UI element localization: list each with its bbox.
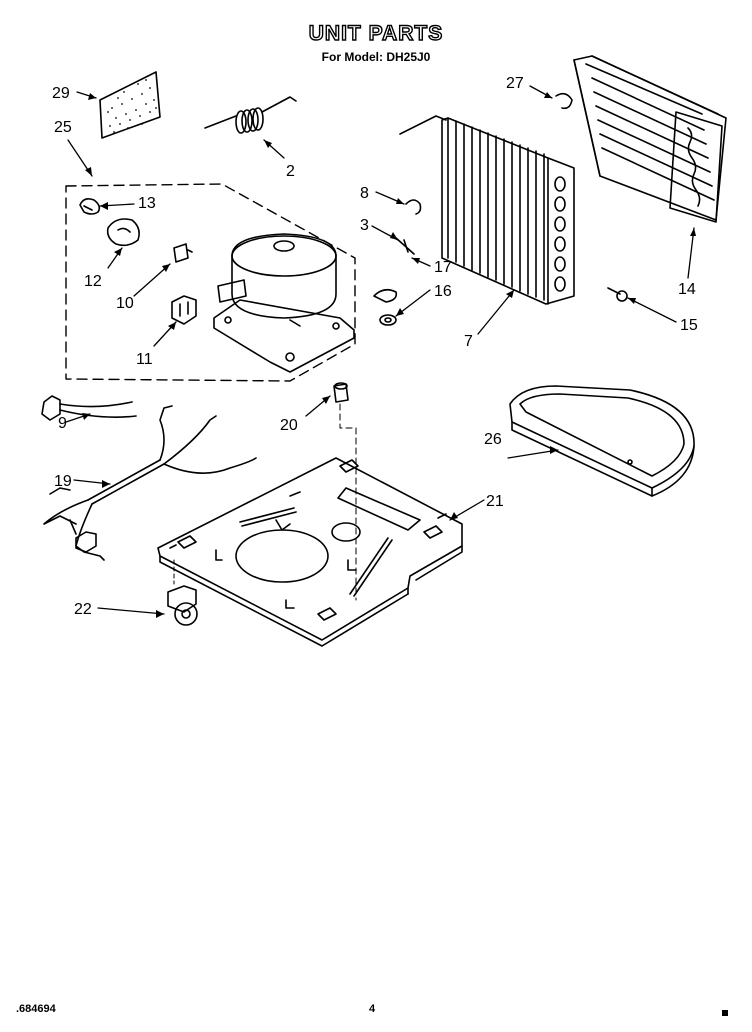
- callout-15: 15: [680, 317, 698, 334]
- callout-17: 17: [434, 259, 452, 276]
- filter-pad: [99, 71, 161, 139]
- clip-13: [79, 198, 101, 215]
- wire-harness: [43, 405, 257, 561]
- callout-14: 14: [678, 281, 696, 298]
- callout-12: 12: [84, 273, 102, 290]
- grommet-16: [379, 314, 397, 326]
- clip-17: [373, 288, 398, 303]
- model-subtitle: For Model: DH25J0: [321, 50, 431, 64]
- terminal-cover: [106, 218, 140, 247]
- drain-pan: [509, 385, 695, 497]
- callout-3: 3: [360, 217, 369, 234]
- callout-16: 16: [434, 283, 452, 300]
- callout-11: 11: [136, 351, 153, 368]
- callout-2: 2: [286, 163, 295, 180]
- callout-29: 29: [52, 85, 70, 102]
- callout-labels: 29 25 2 27 13 8 12 3 17 10 16 11 7 14 15…: [52, 75, 698, 618]
- compressor-assembly-boundary: [65, 183, 356, 382]
- mount-guide-line: [339, 403, 357, 601]
- callout-27: 27: [506, 75, 524, 92]
- grommet-20: [333, 382, 349, 403]
- coil-spring: [204, 96, 297, 134]
- clip-27: [555, 92, 573, 110]
- base-plate: [157, 457, 463, 647]
- callout-19: 19: [54, 473, 72, 490]
- clip-8: [405, 199, 422, 215]
- corner-mark: [722, 1010, 728, 1016]
- evaporator-coil: [573, 55, 727, 223]
- callout-7: 7: [464, 333, 473, 350]
- callout-22: 22: [74, 601, 92, 618]
- caster: [167, 559, 198, 626]
- callout-8: 8: [360, 185, 369, 202]
- callout-20: 20: [280, 417, 298, 434]
- callout-9: 9: [58, 415, 67, 432]
- document-number: .684694: [16, 1003, 56, 1015]
- condenser-coil: [399, 115, 575, 305]
- callout-10: 10: [116, 295, 134, 312]
- callout-13: 13: [138, 195, 156, 212]
- callout-21: 21: [486, 493, 504, 510]
- power-cord: [41, 395, 137, 421]
- page-title: UNIT PARTS: [308, 21, 444, 45]
- callout-25: 25: [54, 119, 72, 136]
- screw-3: [395, 237, 415, 255]
- overload: [171, 295, 197, 325]
- leader-lines: [65, 85, 695, 615]
- screw-15: [607, 287, 628, 302]
- leader-arrowheads: [82, 92, 696, 618]
- callout-26: 26: [484, 431, 502, 448]
- relay: [173, 243, 193, 263]
- compressor: [213, 233, 355, 373]
- page-number: 4: [369, 1003, 376, 1015]
